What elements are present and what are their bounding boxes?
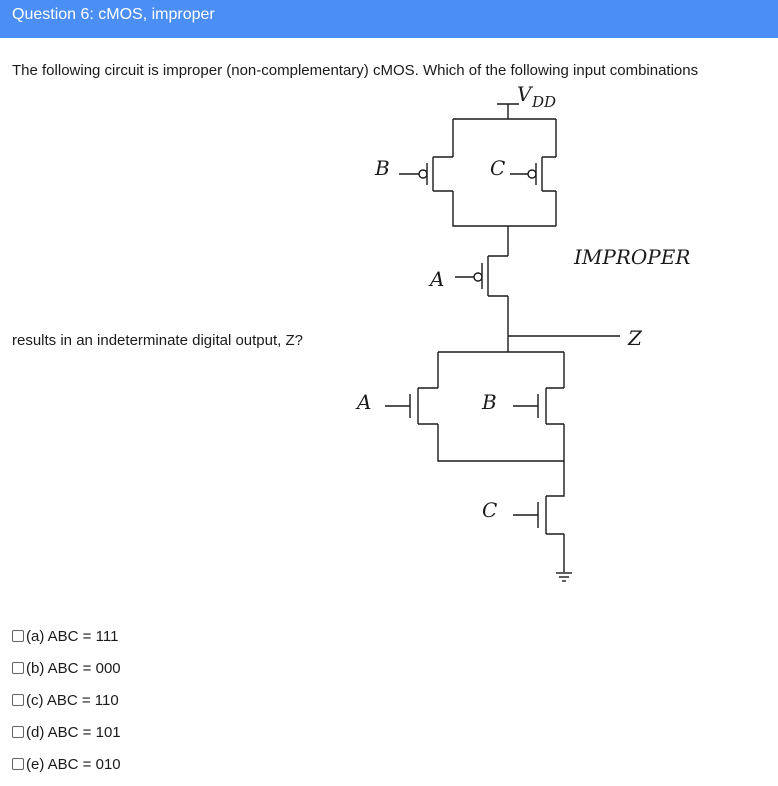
- output-z-label: Z: [627, 326, 643, 350]
- nmos-c-label: C: [482, 498, 497, 522]
- option-d-label: (d) ABC = 101: [26, 723, 121, 741]
- option-e-label: (e) ABC = 010: [26, 755, 121, 773]
- pmos-transistor-c: C: [490, 156, 556, 192]
- nmos-a-label: A: [355, 390, 371, 414]
- improper-label: IMPROPER: [573, 245, 690, 269]
- nmos-transistor-c: C: [482, 461, 565, 572]
- pmos-c-label: C: [490, 156, 505, 180]
- pmos-a-label: A: [428, 267, 444, 291]
- cmos-circuit-diagram: V DD B C A Z IMPROPER: [355, 82, 690, 582]
- pmos-transistor-a: A: [428, 255, 509, 352]
- option-c-checkbox[interactable]: [12, 694, 24, 706]
- question-prompt-line1: The following circuit is improper (non-c…: [12, 62, 699, 79]
- option-a-label: (a) ABC = 111: [26, 627, 119, 645]
- option-d-checkbox[interactable]: [12, 726, 24, 738]
- option-b-checkbox[interactable]: [12, 662, 24, 674]
- option-c-label: (c) ABC = 110: [26, 691, 119, 709]
- output-node: Z: [508, 326, 643, 350]
- pmos-b-label: B: [374, 156, 390, 180]
- answer-options: (a) ABC = 111 (b) ABC = 000 (c) ABC = 11…: [12, 620, 121, 780]
- nmos-transistor-b: B: [481, 387, 564, 425]
- nmos-parallel-network: A B: [355, 351, 565, 462]
- question-title: Question 6: cMOS, improper: [12, 6, 215, 23]
- option-d[interactable]: (d) ABC = 101: [12, 716, 121, 748]
- option-b[interactable]: (b) ABC = 000: [12, 652, 121, 684]
- option-b-label: (b) ABC = 000: [26, 659, 121, 677]
- pmos-transistor-b: B: [374, 156, 453, 192]
- pmos-parallel-network: B C: [374, 118, 557, 256]
- ground-symbol: [556, 572, 572, 582]
- question-header: Question 6: cMOS, improper: [0, 0, 778, 38]
- vdd-subscript: DD: [531, 93, 556, 111]
- question-prompt-line2: results in an indeterminate digital outp…: [12, 332, 303, 349]
- nmos-transistor-a: A: [355, 387, 438, 425]
- nmos-b-label: B: [481, 390, 497, 414]
- option-e[interactable]: (e) ABC = 010: [12, 748, 121, 780]
- vdd-supply: V DD: [497, 82, 556, 119]
- vdd-label: V: [517, 82, 534, 106]
- option-c[interactable]: (c) ABC = 110: [12, 684, 121, 716]
- option-a-checkbox[interactable]: [12, 630, 24, 642]
- option-a[interactable]: (a) ABC = 111: [12, 620, 121, 652]
- option-e-checkbox[interactable]: [12, 758, 24, 770]
